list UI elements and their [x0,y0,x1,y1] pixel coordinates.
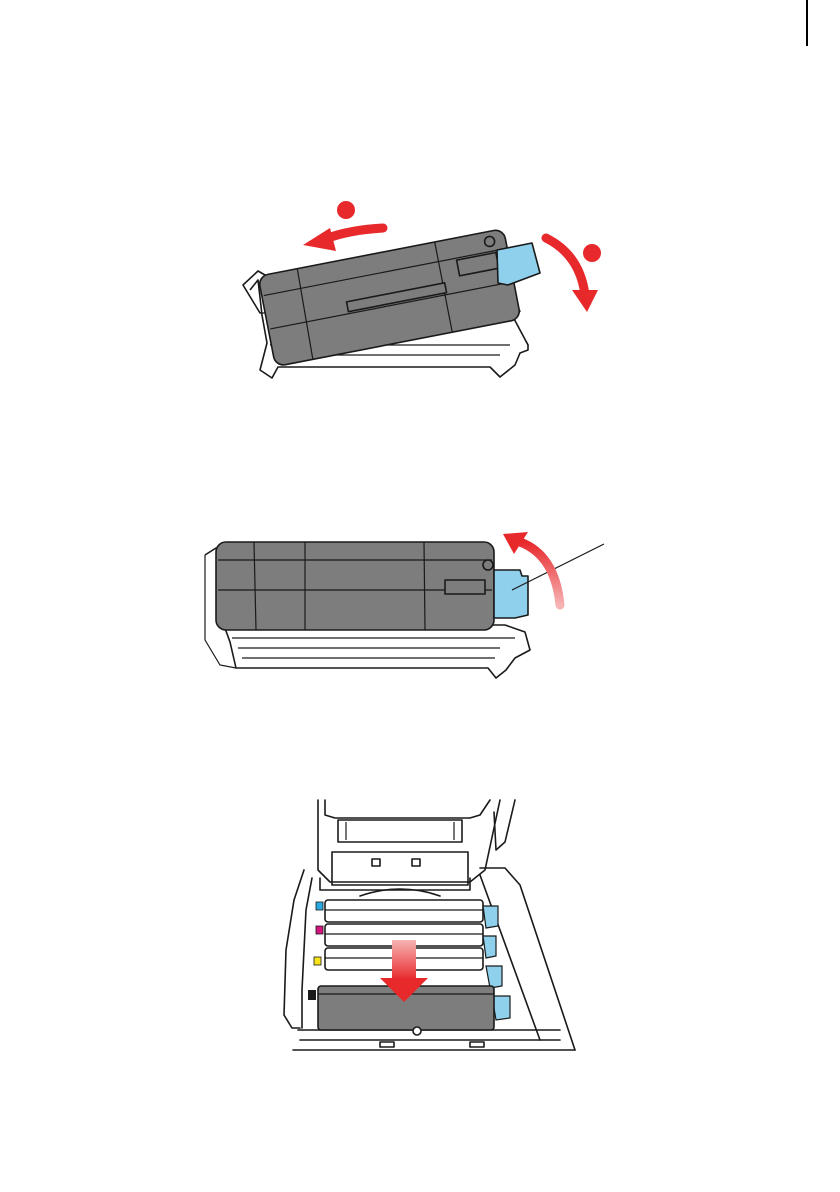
step-marker-icon [337,201,355,219]
remove-image-drum-illustration [0,195,840,395]
rotate-toner-lever-illustration [0,520,840,700]
toner-lever-icon [494,570,528,618]
toner-lever-icon [497,243,540,285]
step-marker-icon [583,244,601,262]
arrow-left-icon [303,228,383,251]
page-edge-rule [806,0,808,46]
figure-rotate-toner-lever [0,520,840,700]
color-mark-icon [314,957,321,965]
insert-cartridge-illustration [0,790,840,1060]
color-mark-icon [308,990,316,1000]
figure-remove-image-drum [0,195,840,395]
color-mark-icon [316,926,323,934]
image-drum-icon [216,542,494,630]
color-mark-icon [316,902,323,910]
figure-insert-cartridge-into-printer [0,790,840,1060]
